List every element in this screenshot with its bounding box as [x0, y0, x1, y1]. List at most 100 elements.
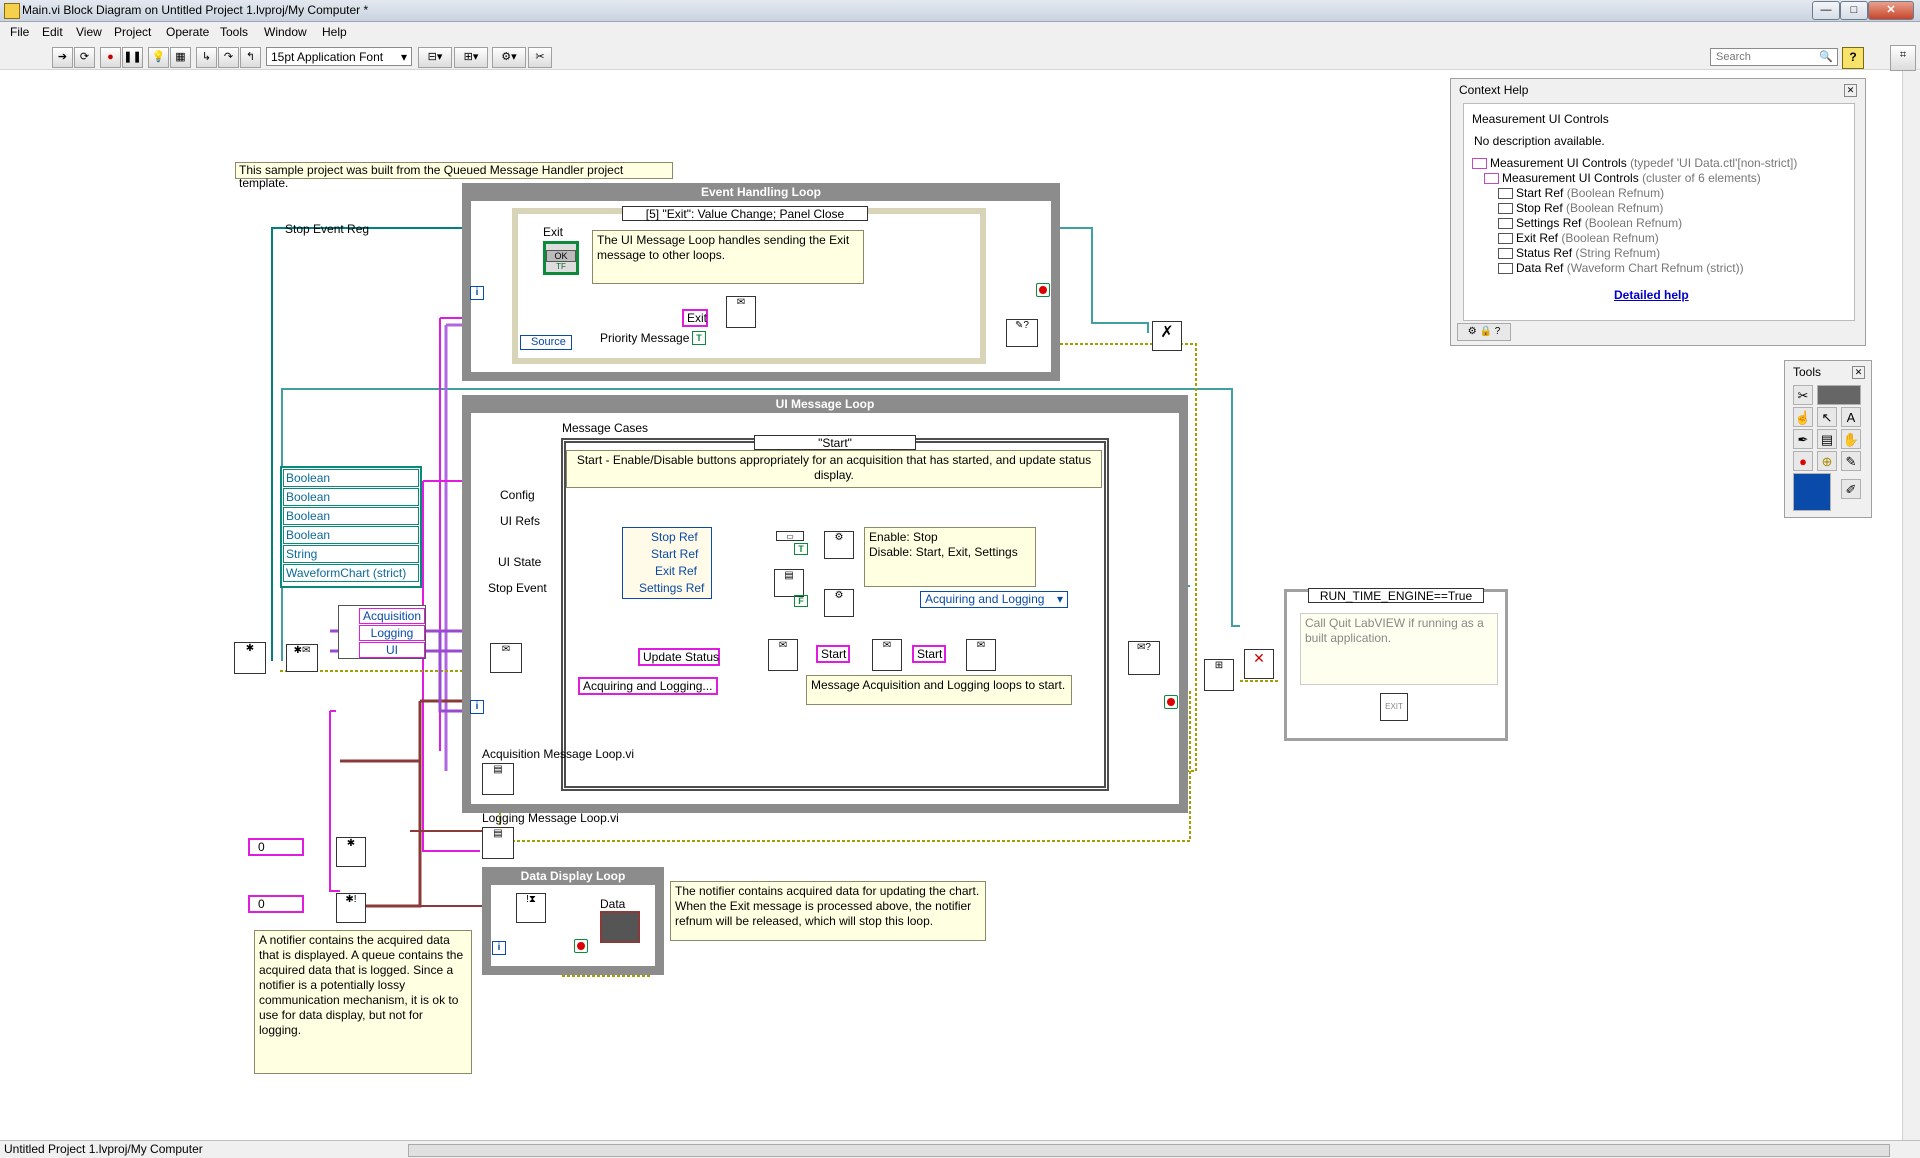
priority-true-const[interactable]: T: [692, 331, 706, 345]
menu-operate[interactable]: Operate: [166, 25, 210, 39]
run-arrow-icon[interactable]: ➔: [52, 47, 73, 68]
auto-select-toggle[interactable]: [1817, 385, 1861, 405]
true-const[interactable]: T: [794, 543, 808, 555]
color-tool-icon[interactable]: [1793, 473, 1831, 511]
run-continuously-icon[interactable]: ⟳: [74, 47, 95, 68]
build-array-2-node[interactable]: ▤: [774, 569, 804, 597]
build-array-node[interactable]: ▭: [776, 531, 804, 541]
menu-file[interactable]: File: [10, 25, 30, 39]
stop-terminal-ui: [1164, 695, 1178, 709]
scroll-tool-icon[interactable]: ✋: [1841, 429, 1861, 449]
merge-errors-node[interactable]: ✕: [1244, 649, 1274, 679]
maximize-button[interactable]: □: [1840, 1, 1868, 20]
start-const-2[interactable]: Start: [912, 645, 946, 663]
ui-loop-title: UI Message Loop: [775, 397, 875, 411]
cleanup-icon[interactable]: ✂: [528, 47, 552, 68]
enqueue-start-log-node[interactable]: ✉: [966, 639, 996, 671]
unregister-events-node[interactable]: ✎?: [1006, 319, 1038, 347]
wait-on-notification-node[interactable]: !⧗: [516, 893, 546, 923]
false-const[interactable]: F: [794, 595, 808, 607]
operate-tool-icon[interactable]: ☝: [1793, 407, 1813, 427]
rte-selector[interactable]: RUN_TIME_ENGINE==True: [1308, 588, 1484, 603]
font-select[interactable]: 15pt Application Font▾: [266, 47, 412, 66]
create-user-event-node[interactable]: ✱: [234, 642, 266, 674]
retain-wire-values-icon[interactable]: ▦: [170, 47, 191, 68]
data-chart-terminal[interactable]: [600, 911, 640, 943]
enqueue-message-node[interactable]: ✉: [726, 296, 756, 328]
detailed-help-link[interactable]: Detailed help: [1614, 288, 1689, 302]
queue-names-array[interactable]: Acquisition Logging UI: [338, 605, 426, 659]
stop-ref-field: Stop Ref: [651, 530, 698, 544]
menu-edit[interactable]: Edit: [42, 25, 63, 39]
menu-help[interactable]: Help: [322, 25, 347, 39]
case-selector[interactable]: "Start": [754, 435, 916, 450]
vertical-scrollbar[interactable]: [1902, 71, 1920, 1140]
ui-state-enum-const[interactable]: Acquiring and Logging▾: [920, 591, 1068, 608]
step-into-icon[interactable]: ↳: [196, 47, 217, 68]
context-help-close-icon[interactable]: ✕: [1844, 84, 1857, 97]
source-node[interactable]: Source: [520, 335, 572, 350]
destroy-user-event-node[interactable]: ✗: [1152, 321, 1182, 351]
unbundle-refs-node[interactable]: Stop Ref Start Ref Exit Ref Settings Ref: [622, 527, 712, 599]
menu-project[interactable]: Project: [114, 25, 152, 39]
align-icon[interactable]: ⊟▾: [418, 47, 452, 68]
zero-const-2[interactable]: 0: [248, 895, 304, 913]
probe-tool-icon[interactable]: ⊕: [1817, 451, 1837, 471]
color-copy-tool-icon[interactable]: ✎: [1841, 451, 1861, 471]
enqueue-initialize-node[interactable]: ✉: [490, 643, 522, 673]
coloring-brush-icon[interactable]: ✐: [1841, 479, 1861, 499]
event-selector[interactable]: [5] "Exit": Value Change; Panel Close: [622, 206, 868, 221]
acq-logging-const[interactable]: Acquiring and Logging...: [578, 677, 718, 695]
step-out-icon[interactable]: ↰: [240, 47, 261, 68]
horizontal-scrollbar[interactable]: [408, 1144, 1890, 1157]
breakpoint-tool-icon[interactable]: ●: [1793, 451, 1813, 471]
zero-const-1[interactable]: 0: [248, 838, 304, 856]
auto-tool-icon[interactable]: ✂: [1793, 385, 1813, 405]
start-ref-field: Start Ref: [651, 547, 699, 561]
block-diagram[interactable]: This sample project was built from the Q…: [0, 71, 1902, 1140]
dequeue-message-node[interactable]: ✉?: [1128, 641, 1160, 675]
disable-refs-subvi[interactable]: ⚙: [824, 589, 854, 617]
menu-view[interactable]: View: [76, 25, 102, 39]
tools-close-icon[interactable]: ✕: [1852, 366, 1865, 379]
close-button[interactable]: ✕: [1868, 1, 1914, 20]
acq-loop-subvi[interactable]: ▤: [482, 763, 514, 795]
abort-icon[interactable]: ●: [100, 47, 121, 68]
position-tool-icon[interactable]: ↖: [1817, 407, 1837, 427]
enqueue-start-acq-node[interactable]: ✉: [872, 639, 902, 671]
pause-icon[interactable]: ❚❚: [122, 47, 143, 68]
refnum-icon: [1498, 263, 1513, 275]
reorder-icon[interactable]: ⚙▾: [492, 47, 526, 68]
enable-refs-subvi[interactable]: ⚙: [824, 531, 854, 559]
menu-window[interactable]: Window: [264, 25, 307, 39]
message-loops-note: Message Acquisition and Logging loops to…: [806, 675, 1072, 705]
create-queues-node[interactable]: ✱✉: [286, 644, 318, 672]
highlight-execution-icon[interactable]: 💡: [148, 47, 169, 68]
menu-tools[interactable]: Tools: [220, 25, 249, 39]
context-help-window[interactable]: Context Help ✕ Measurement UI Controls N…: [1450, 78, 1866, 346]
text-tool-icon[interactable]: A: [1841, 407, 1861, 427]
data-display-loop[interactable]: Data Display Loop: [482, 867, 664, 975]
distribute-icon[interactable]: ⊞▾: [454, 47, 488, 68]
quit-labview-node[interactable]: EXIT: [1380, 693, 1408, 721]
obtain-queue-node[interactable]: ✱: [336, 837, 366, 867]
wiring-tool-icon[interactable]: ✒: [1793, 429, 1813, 449]
context-help-toolbar[interactable]: ⚙ 🔒 ?: [1457, 323, 1511, 341]
enqueue-update-status-node[interactable]: ✉: [768, 639, 798, 671]
obtain-notifier-node[interactable]: ✱!: [336, 893, 366, 923]
context-help-button[interactable]: ?: [1842, 47, 1864, 69]
step-over-icon[interactable]: ↷: [218, 47, 239, 68]
search-input[interactable]: Search🔍: [1710, 48, 1838, 66]
shortcut-menu-tool-icon[interactable]: ▤: [1817, 429, 1837, 449]
wire-stop-event-reg: [271, 227, 466, 661]
context-help-title: Context Help: [1459, 83, 1529, 97]
start-const-1[interactable]: Start: [816, 645, 850, 663]
exit-string-const[interactable]: Exit: [682, 309, 708, 327]
minimize-button[interactable]: —: [1812, 1, 1840, 20]
update-status-const[interactable]: Update Status: [638, 648, 720, 666]
log-loop-subvi[interactable]: ▤: [482, 827, 514, 859]
release-queues-node[interactable]: ⊞: [1204, 659, 1234, 691]
ui-data-cluster-const[interactable]: Boolean Boolean Boolean Boolean String W…: [280, 466, 422, 588]
tools-palette[interactable]: Tools ✕ ✂ ☝ ↖ A ✒ ▤ ✋ ● ⊕ ✎ ✐: [1784, 360, 1872, 518]
